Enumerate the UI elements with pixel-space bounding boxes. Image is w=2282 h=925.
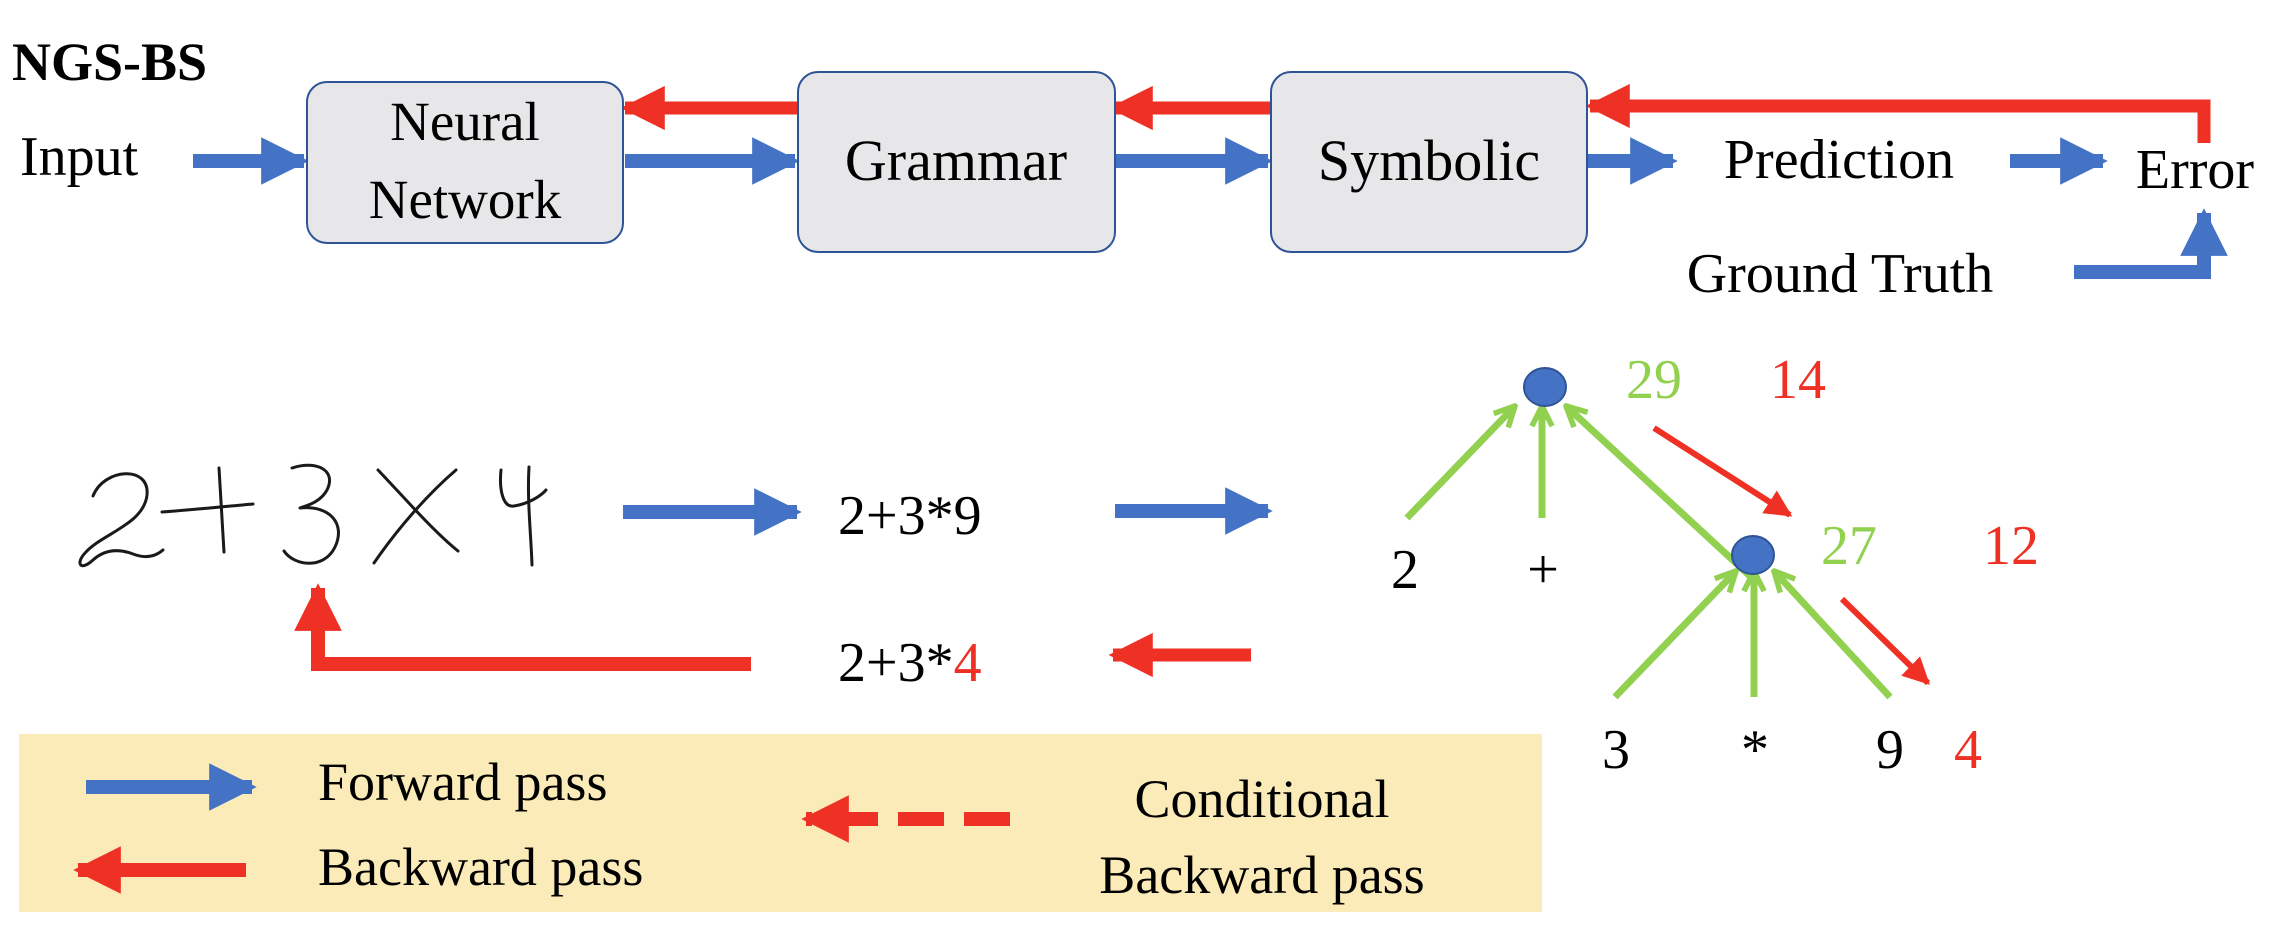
- leaf-star: *: [1741, 719, 1769, 781]
- leaf-2: 2: [1391, 539, 1419, 601]
- root-value: 29: [1626, 349, 1682, 411]
- backward-arrow-sub-to-leaf: [1839, 596, 1931, 686]
- neural-network-label-line2: Network: [369, 169, 562, 230]
- tree-edge-2-to-root: [1404, 406, 1515, 521]
- leaf-3: 3: [1602, 719, 1630, 781]
- legend-background: [19, 734, 1542, 912]
- legend-forward-label: Forward pass: [318, 752, 607, 812]
- ground-truth-label: Ground Truth: [1687, 243, 1994, 305]
- handwritten-expression-image: [78, 463, 548, 568]
- forward-arrow-ground-truth-to-error: [2074, 208, 2228, 279]
- prediction-label: Prediction: [1724, 129, 1954, 191]
- backward-arrow-root-to-sub: [1652, 425, 1793, 518]
- legend-conditional-label-line2: Backward pass: [1099, 845, 1424, 905]
- corrected-expression-prefix: 2+3*: [838, 632, 954, 694]
- grammar-box: Grammar: [797, 71, 1116, 253]
- parse-tree: 29 14 27 12 2 + 3 * 9 4: [1391, 349, 2039, 781]
- tree-edge-sub-to-root: [1566, 406, 1753, 579]
- tree-edge-3-to-sub: [1612, 571, 1736, 700]
- legend-backward-label: Backward pass: [318, 837, 643, 897]
- tree-edge-9-to-sub: [1774, 571, 1893, 700]
- sub-target: 12: [1983, 515, 2039, 577]
- error-label: Error: [2136, 139, 2255, 201]
- legend: Forward pass Backward pass Conditional B…: [19, 734, 1542, 912]
- backward-arrow-error-to-symbolic: [1585, 83, 2211, 143]
- neural-network-box: Neural Network: [306, 81, 624, 244]
- sub-value: 27: [1821, 515, 1877, 577]
- leaf-plus: +: [1527, 539, 1559, 601]
- root-target: 14: [1770, 349, 1826, 411]
- parsed-expression: 2+3*9: [838, 485, 982, 547]
- neural-network-label-line1: Neural: [390, 91, 540, 152]
- tree-root-node: [1523, 367, 1567, 407]
- grammar-label: Grammar: [845, 128, 1067, 193]
- leaf-9: 9: [1876, 719, 1904, 781]
- symbolic-label: Symbolic: [1318, 128, 1540, 193]
- corrected-digit: 4: [954, 632, 982, 694]
- legend-conditional-label-line1: Conditional: [1135, 769, 1390, 829]
- diagram-title: NGS-BS: [12, 32, 207, 92]
- leaf-target: 4: [1954, 719, 1982, 781]
- input-label: Input: [20, 126, 139, 188]
- corrected-expression: 2+3*4: [838, 632, 982, 694]
- tree-sub-node: [1731, 535, 1775, 575]
- backward-arrow-correction-to-image: [294, 583, 751, 671]
- symbolic-box: Symbolic: [1270, 71, 1588, 253]
